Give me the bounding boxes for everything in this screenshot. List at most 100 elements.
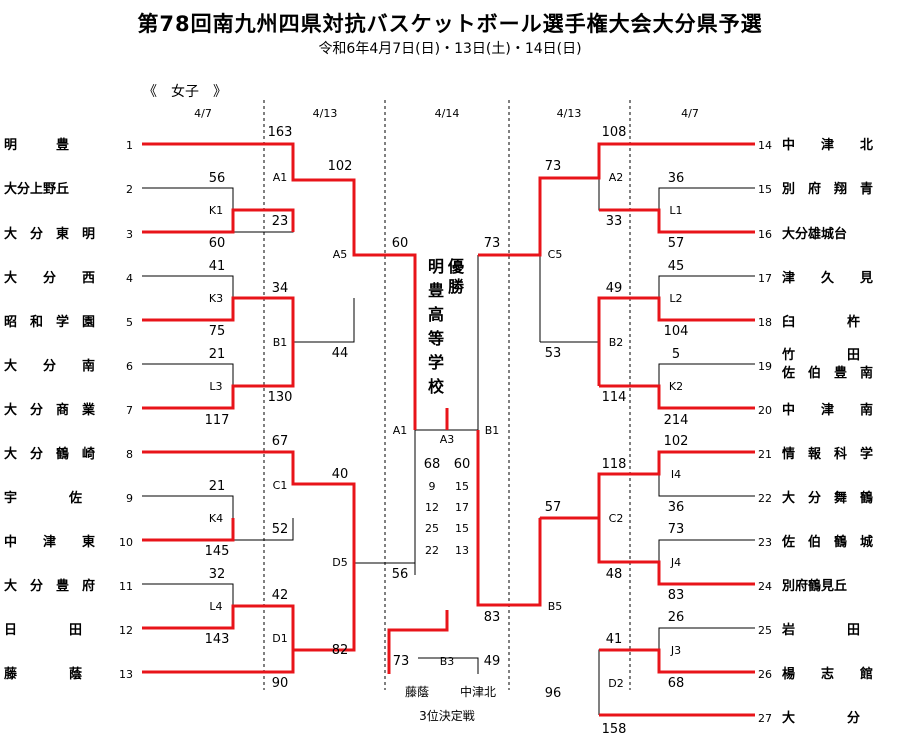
team-name: 大 分 商 業: [4, 402, 96, 418]
score: 56: [209, 171, 226, 186]
score: 67: [272, 434, 289, 449]
score: 5: [672, 347, 680, 362]
champion-char: 豊: [428, 281, 444, 300]
final-total-left: 68: [424, 457, 441, 472]
seed-number: 25: [758, 624, 772, 637]
match-code: K1: [209, 204, 223, 217]
team-name: 佐 伯 鶴 城: [781, 534, 873, 550]
match-code: L3: [209, 380, 222, 393]
team-name: 大 分: [782, 710, 860, 726]
bracket-line: [293, 298, 355, 343]
score: 108: [602, 125, 627, 140]
left-team-list: 明 豊 大分上野丘 大 分 東 明 大 分 西 昭 和 学 園 大 分 南 大 …: [4, 137, 96, 682]
seed-number: 21: [758, 448, 772, 461]
final-set-scores: 68 60 9 15 12 17 25 15 22 13: [424, 457, 471, 557]
third-place-left-team: 藤蔭: [405, 685, 429, 699]
right-seed-list: 14 15 16 17 18 19 20 21 22 23 24 25 26 2…: [758, 139, 772, 725]
date-col-1: 4/7: [194, 107, 212, 120]
score: 41: [209, 259, 226, 274]
team-name: 明 豊: [4, 137, 69, 153]
seed-number: 26: [758, 668, 772, 681]
score: 158: [602, 722, 627, 737]
seed-number: 7: [126, 404, 133, 417]
match-code: D1: [272, 632, 287, 645]
seed-number: 24: [758, 580, 772, 593]
winner-path-line: [142, 518, 235, 542]
team-name: 情 報 科 学: [782, 446, 873, 462]
score: 40: [332, 467, 349, 482]
score: 48: [606, 567, 623, 582]
score: 75: [209, 324, 226, 339]
bracket-line: [658, 539, 755, 562]
champion-char: 勝: [448, 277, 465, 296]
bracket-line: [658, 474, 755, 497]
team-name: 大 分 南: [4, 358, 95, 374]
winner-path-line: [599, 384, 755, 410]
score: 52: [272, 522, 289, 537]
match-code: D5: [332, 556, 347, 569]
match-code: L4: [209, 600, 222, 613]
match-code: B5: [548, 600, 563, 613]
left-seed-list: 1 2 3 4 5 6 7 8 9 10 11 12 13: [119, 139, 133, 681]
seed-number: 17: [758, 272, 772, 285]
seed-number: 12: [119, 624, 133, 637]
right-team-list: 中 津 北 別 府 翔 青 大分雄城台 津 久 見 臼 杵 竹 田 佐 伯 豊 …: [781, 137, 873, 726]
seed-number: 19: [758, 360, 772, 373]
seed-number: 27: [758, 712, 772, 725]
match-code: A3: [440, 433, 455, 446]
third-place-right-team: 中津北: [460, 684, 496, 699]
seed-number: 11: [119, 580, 133, 593]
champion-char: 等: [427, 329, 444, 348]
team-name: 大 分 東 明: [4, 226, 95, 242]
final-q3-left: 25: [425, 522, 439, 535]
score: 143: [205, 632, 230, 647]
score: 41: [606, 632, 623, 647]
final-q1-right: 15: [455, 480, 469, 493]
date-col-3: 4/14: [435, 107, 460, 120]
score: 36: [668, 500, 685, 515]
seed-number: 3: [126, 228, 133, 241]
winner-path-line: [142, 563, 356, 652]
winner-path-line: [478, 142, 755, 257]
seed-number: 15: [758, 183, 772, 196]
score: 33: [606, 214, 623, 229]
seed-number: 14: [758, 139, 772, 152]
score: 83: [484, 610, 501, 625]
winner-path-line: [597, 296, 755, 386]
match-code: K4: [209, 512, 223, 525]
score: 60: [392, 236, 409, 251]
team-name: 大 分 西: [4, 270, 95, 286]
date-col-2: 4/13: [313, 107, 338, 120]
bracket-line: [418, 657, 479, 674]
champion-char: 学: [428, 353, 444, 372]
team-name: 津 久 見: [782, 270, 873, 286]
score: 36: [668, 171, 685, 186]
final-total-right: 60: [454, 457, 471, 472]
match-code: B1: [485, 424, 500, 437]
seed-number: 1: [126, 139, 133, 152]
final-q3-right: 15: [455, 522, 469, 535]
score: 102: [664, 434, 689, 449]
score: 104: [664, 324, 689, 339]
seed-number: 2: [126, 183, 133, 196]
team-name: 宇 佐: [4, 490, 82, 506]
team-name: 昭 和 学 園: [4, 314, 95, 330]
team-name: 藤 蔭: [4, 666, 83, 682]
seed-number: 9: [126, 492, 133, 505]
score: 21: [209, 479, 226, 494]
final-q2-left: 12: [425, 501, 439, 514]
match-code: J4: [670, 556, 681, 569]
third-place-label: 3位決定戦: [419, 708, 475, 723]
match-code: L2: [669, 292, 682, 305]
match-code: B2: [609, 336, 624, 349]
match-code: B1: [273, 336, 288, 349]
final-q2-right: 17: [455, 501, 469, 514]
score: 114: [602, 390, 627, 405]
team-name: 大分雄城台: [782, 226, 847, 242]
match-code: A1: [393, 424, 408, 437]
score: 57: [545, 500, 562, 515]
seed-number: 6: [126, 360, 133, 373]
winner-path-line: [142, 650, 295, 674]
champion-char: 明: [428, 257, 444, 276]
